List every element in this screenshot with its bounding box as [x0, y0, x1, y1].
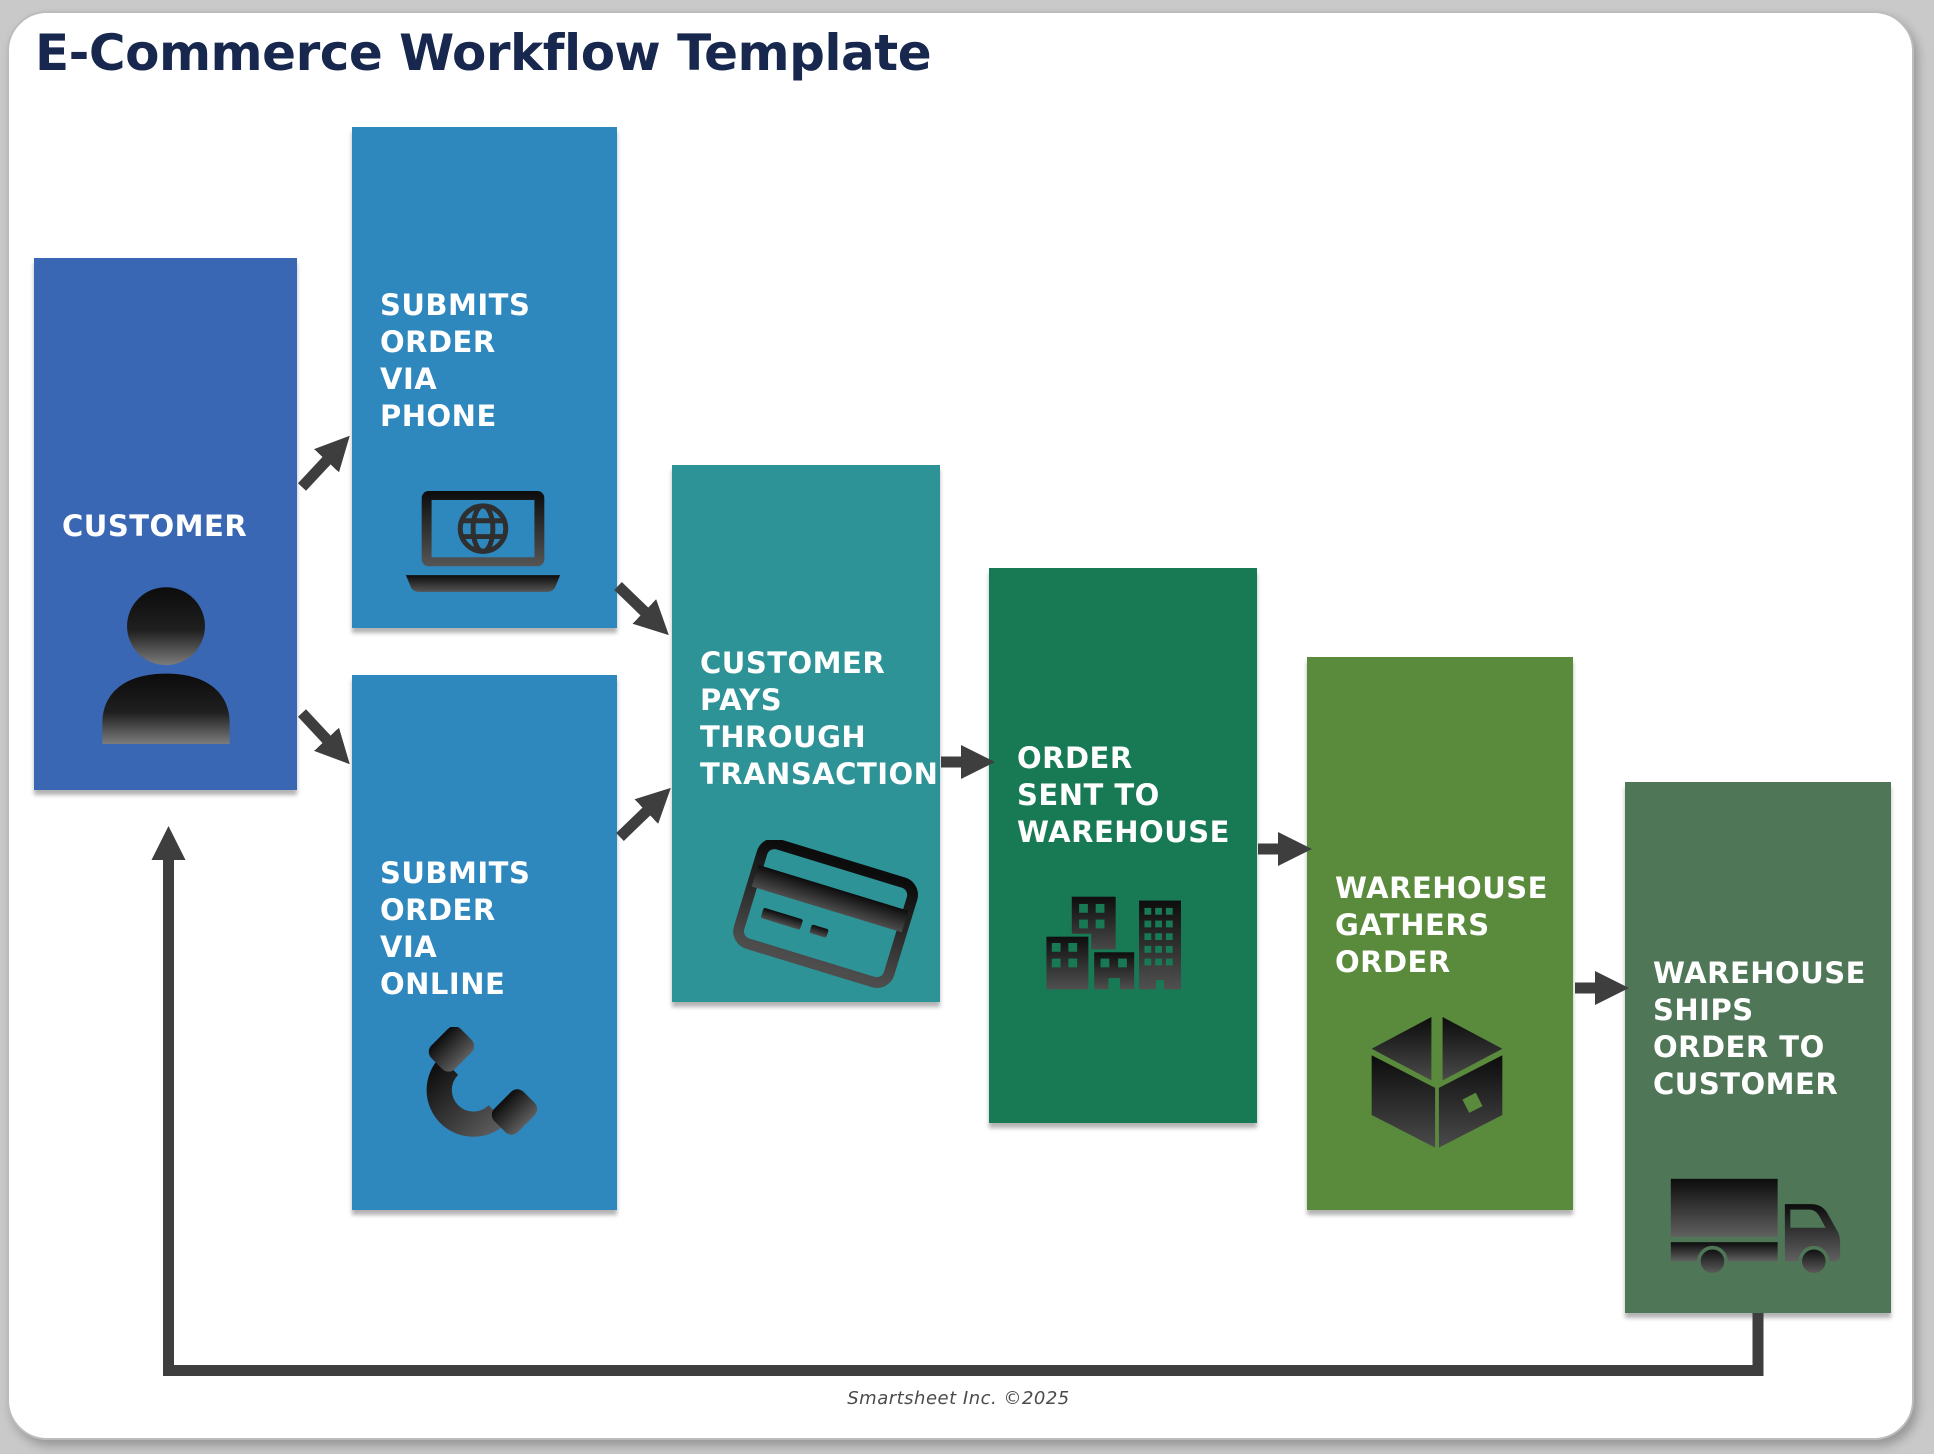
node-customer-pays: CUSTOMER PAYS THROUGH TRANSACTION [672, 465, 940, 1002]
node-label: SUBMITS ORDER VIA ONLINE [380, 856, 531, 1001]
node-label: WAREHOUSE SHIPS ORDER TO CUSTOMER [1653, 956, 1866, 1101]
node-label: WAREHOUSE GATHERS ORDER [1335, 871, 1548, 979]
credit-card-icon [733, 840, 918, 988]
person-icon [102, 587, 230, 744]
phone-handset-icon [426, 1027, 538, 1137]
node-submits-via-online: SUBMITS ORDER VIA ONLINE [352, 675, 617, 1210]
node-customer: CUSTOMER [34, 258, 297, 790]
node-label: SUBMITS ORDER VIA PHONE [380, 288, 531, 433]
package-box-icon [1371, 1016, 1503, 1148]
node-label: CUSTOMER [62, 509, 248, 543]
node-warehouse-gathers: WAREHOUSE GATHERS ORDER [1307, 657, 1573, 1210]
node-label: ORDER SENT TO WAREHOUSE [1017, 741, 1230, 849]
node-order-sent: ORDER SENT TO WAREHOUSE [989, 568, 1257, 1123]
node-submits-via-phone: SUBMITS ORDER VIA PHONE [352, 127, 617, 628]
buildings-icon [1044, 894, 1184, 992]
node-label: CUSTOMER PAYS THROUGH TRANSACTION [700, 646, 939, 791]
footer-note: Smartsheet Inc. ©2025 [847, 1388, 1070, 1409]
truck-icon [1670, 1178, 1841, 1276]
page-title: E-Commerce Workflow Template [35, 24, 932, 82]
laptop-globe-icon [405, 491, 561, 592]
node-warehouse-ships: WAREHOUSE SHIPS ORDER TO CUSTOMER [1625, 782, 1891, 1313]
